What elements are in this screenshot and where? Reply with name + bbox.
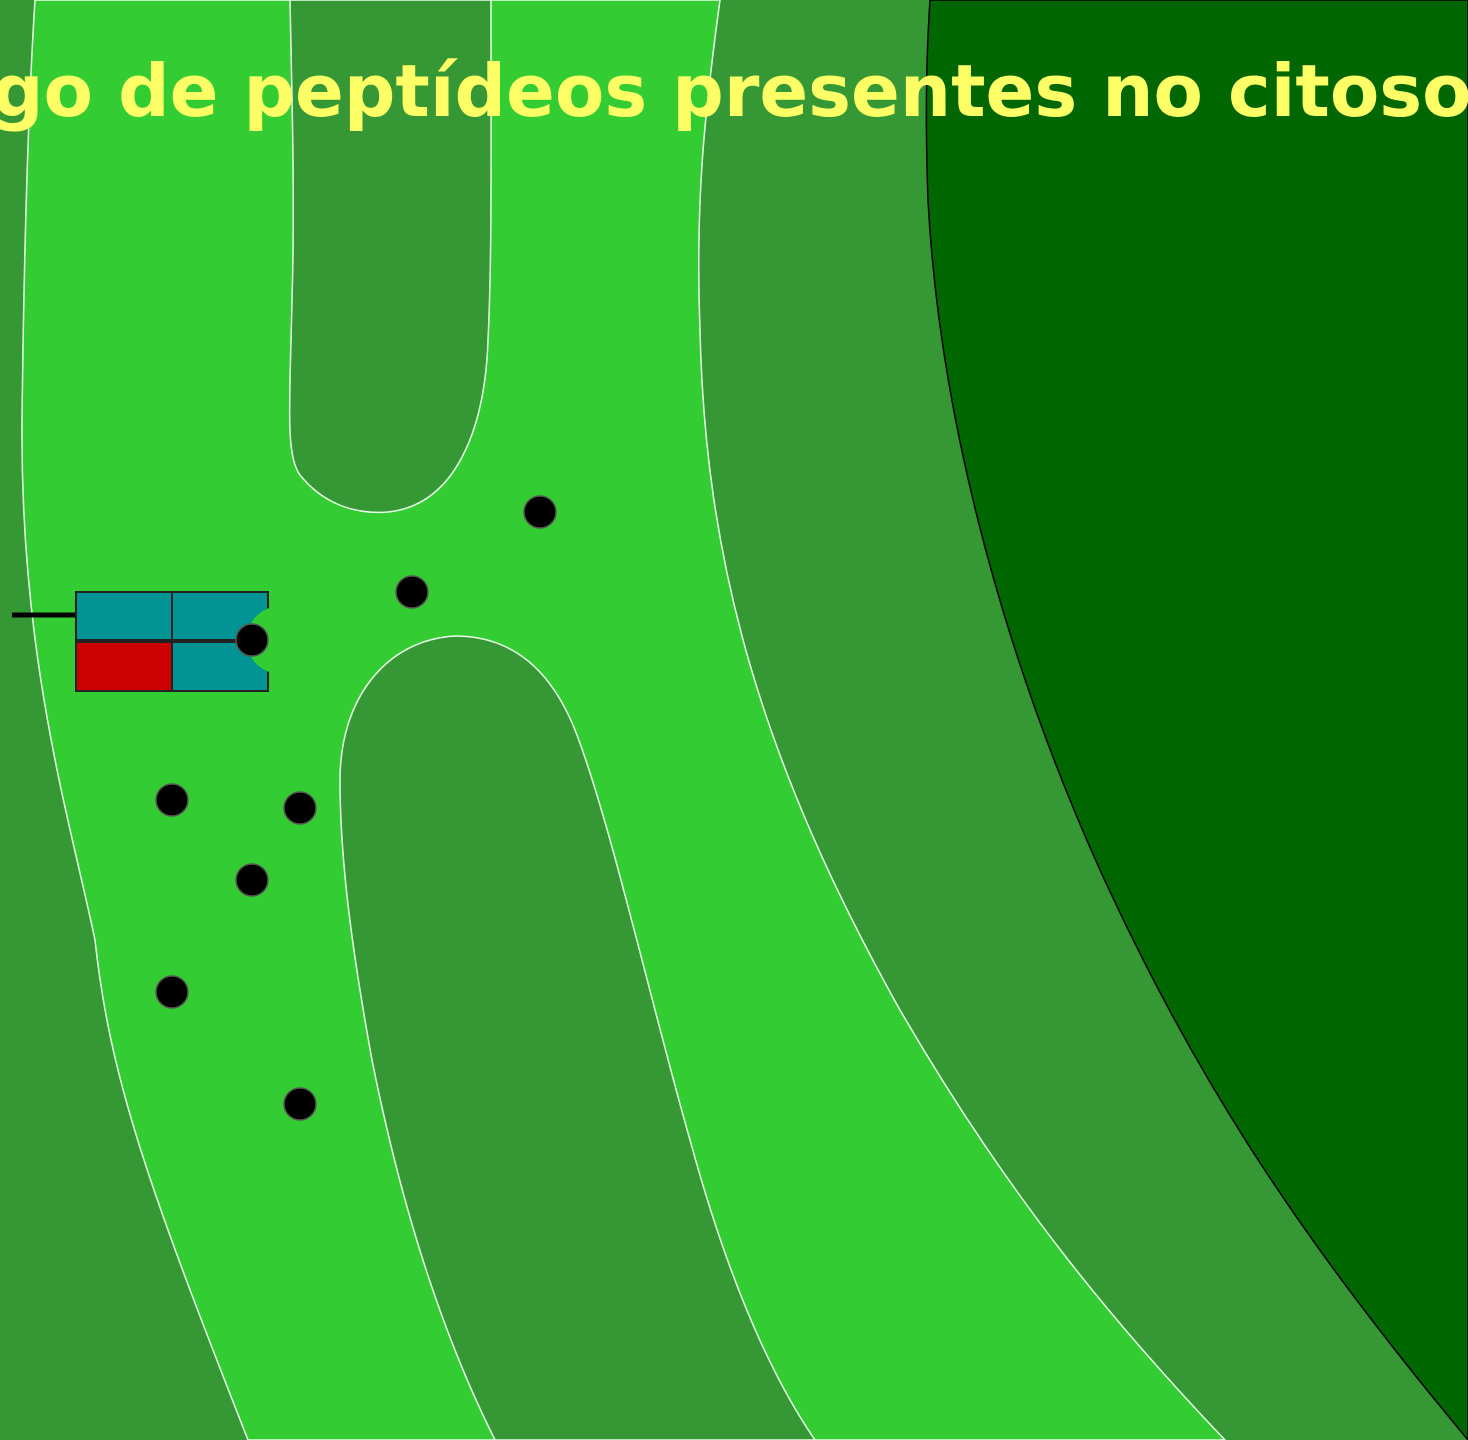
nucleus-region xyxy=(925,0,1468,1440)
slide-title: go de peptídeos presentes no citosol xyxy=(0,49,1468,133)
peptide-dot xyxy=(283,1087,317,1121)
peptide-dot xyxy=(235,863,269,897)
er-lumen-upper xyxy=(288,0,492,514)
peptide-dot-bound xyxy=(235,623,269,657)
transporter-subunit-top-left xyxy=(75,591,173,641)
peptide-dot xyxy=(395,575,429,609)
er-lumen-lower xyxy=(339,635,816,1440)
peptide-dot xyxy=(523,495,557,529)
peptide-dot xyxy=(283,791,317,825)
peptide-dot xyxy=(155,975,189,1009)
peptides xyxy=(155,495,557,1121)
transporter-subunit-bottom-left xyxy=(75,641,173,692)
peptide-dot xyxy=(155,783,189,817)
